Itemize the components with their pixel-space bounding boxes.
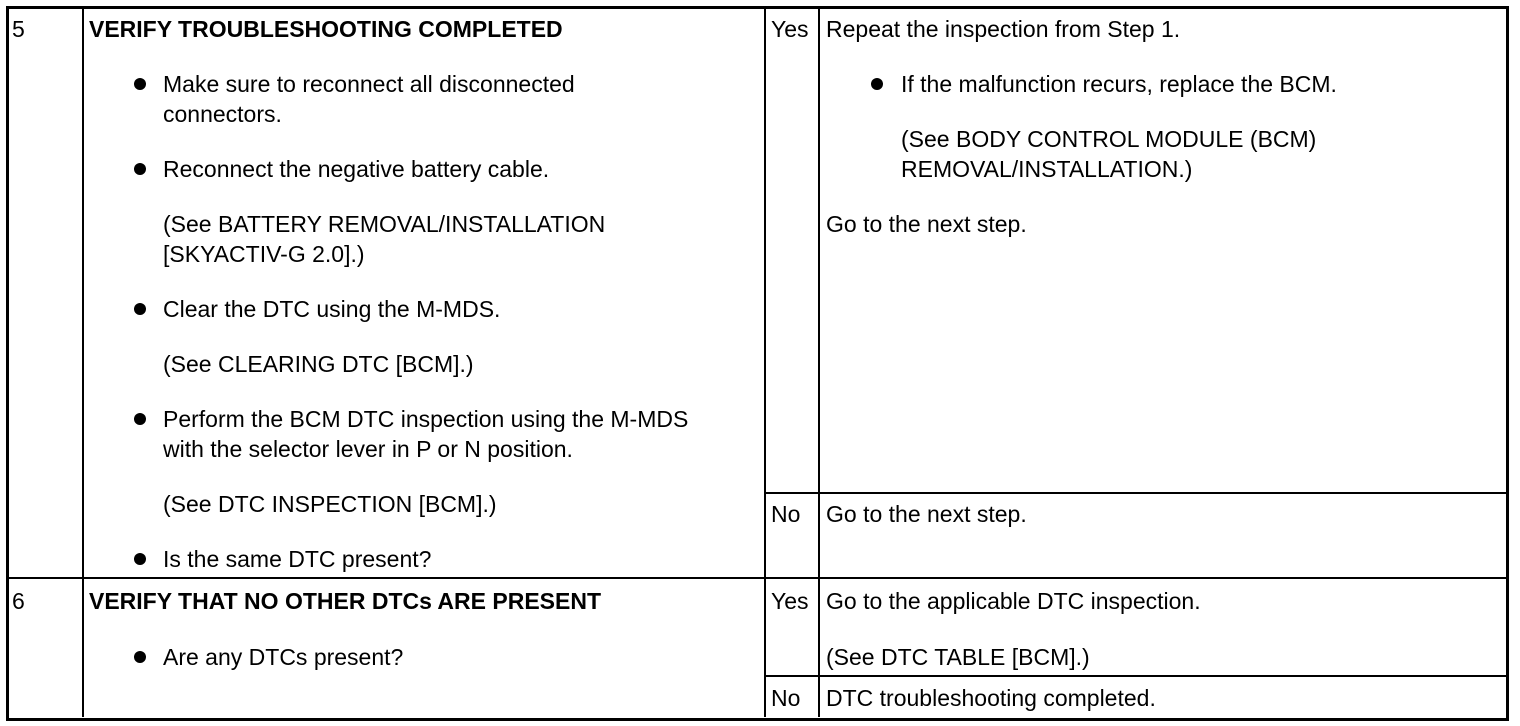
step-instruction: Reconnect the negative battery cable. [163, 156, 550, 182]
row-divider [7, 577, 1506, 579]
action-text: Go to the applicable DTC inspection. [826, 588, 1201, 614]
reference-text: (See DTC INSPECTION [BCM].) [163, 491, 497, 517]
bullet-icon [871, 78, 883, 90]
reference-text: (See BODY CONTROL MODULE (BCM) [901, 126, 1317, 152]
action-text: Go to the next step. [826, 501, 1027, 527]
bullet-icon [134, 78, 146, 90]
no-label: No [771, 501, 801, 527]
yes-label: Yes [771, 588, 809, 614]
step-question: Are any DTCs present? [163, 644, 404, 670]
step-instruction: with the selector lever in P or N positi… [163, 436, 573, 462]
row-divider [765, 492, 1506, 494]
row-divider [765, 675, 1506, 677]
bullet-icon [134, 553, 146, 565]
step-question: Is the same DTC present? [163, 546, 432, 572]
yes-label: Yes [771, 16, 809, 42]
reference-text: (See DTC TABLE [BCM].) [826, 644, 1090, 670]
reference-text: (See CLEARING DTC [BCM].) [163, 351, 474, 377]
step-number: 6 [12, 588, 25, 614]
action-text: Repeat the inspection from Step 1. [826, 16, 1181, 42]
column-divider [82, 7, 84, 717]
step-instruction: Make sure to reconnect all disconnected [163, 71, 575, 97]
column-divider [818, 7, 820, 717]
step-number: 5 [12, 16, 25, 42]
bullet-icon [134, 651, 146, 663]
step-instruction: connectors. [163, 101, 282, 127]
no-label: No [771, 685, 801, 711]
step-title: VERIFY TROUBLESHOOTING COMPLETED [89, 16, 563, 42]
action-text: If the malfunction recurs, replace the B… [901, 71, 1337, 97]
step-instruction: Perform the BCM DTC inspection using the… [163, 406, 689, 432]
reference-text: [SKYACTIV-G 2.0].) [163, 241, 365, 267]
step-title: VERIFY THAT NO OTHER DTCs ARE PRESENT [89, 588, 602, 614]
column-divider [764, 7, 766, 717]
bullet-icon [134, 303, 146, 315]
table-border [6, 6, 1509, 721]
bullet-icon [134, 413, 146, 425]
reference-text: (See BATTERY REMOVAL/INSTALLATION [163, 211, 606, 237]
step-instruction: Clear the DTC using the M-MDS. [163, 296, 501, 322]
reference-text: REMOVAL/INSTALLATION.) [901, 156, 1193, 182]
action-text: DTC troubleshooting completed. [826, 685, 1156, 711]
action-text: Go to the next step. [826, 211, 1027, 237]
bullet-icon [134, 163, 146, 175]
